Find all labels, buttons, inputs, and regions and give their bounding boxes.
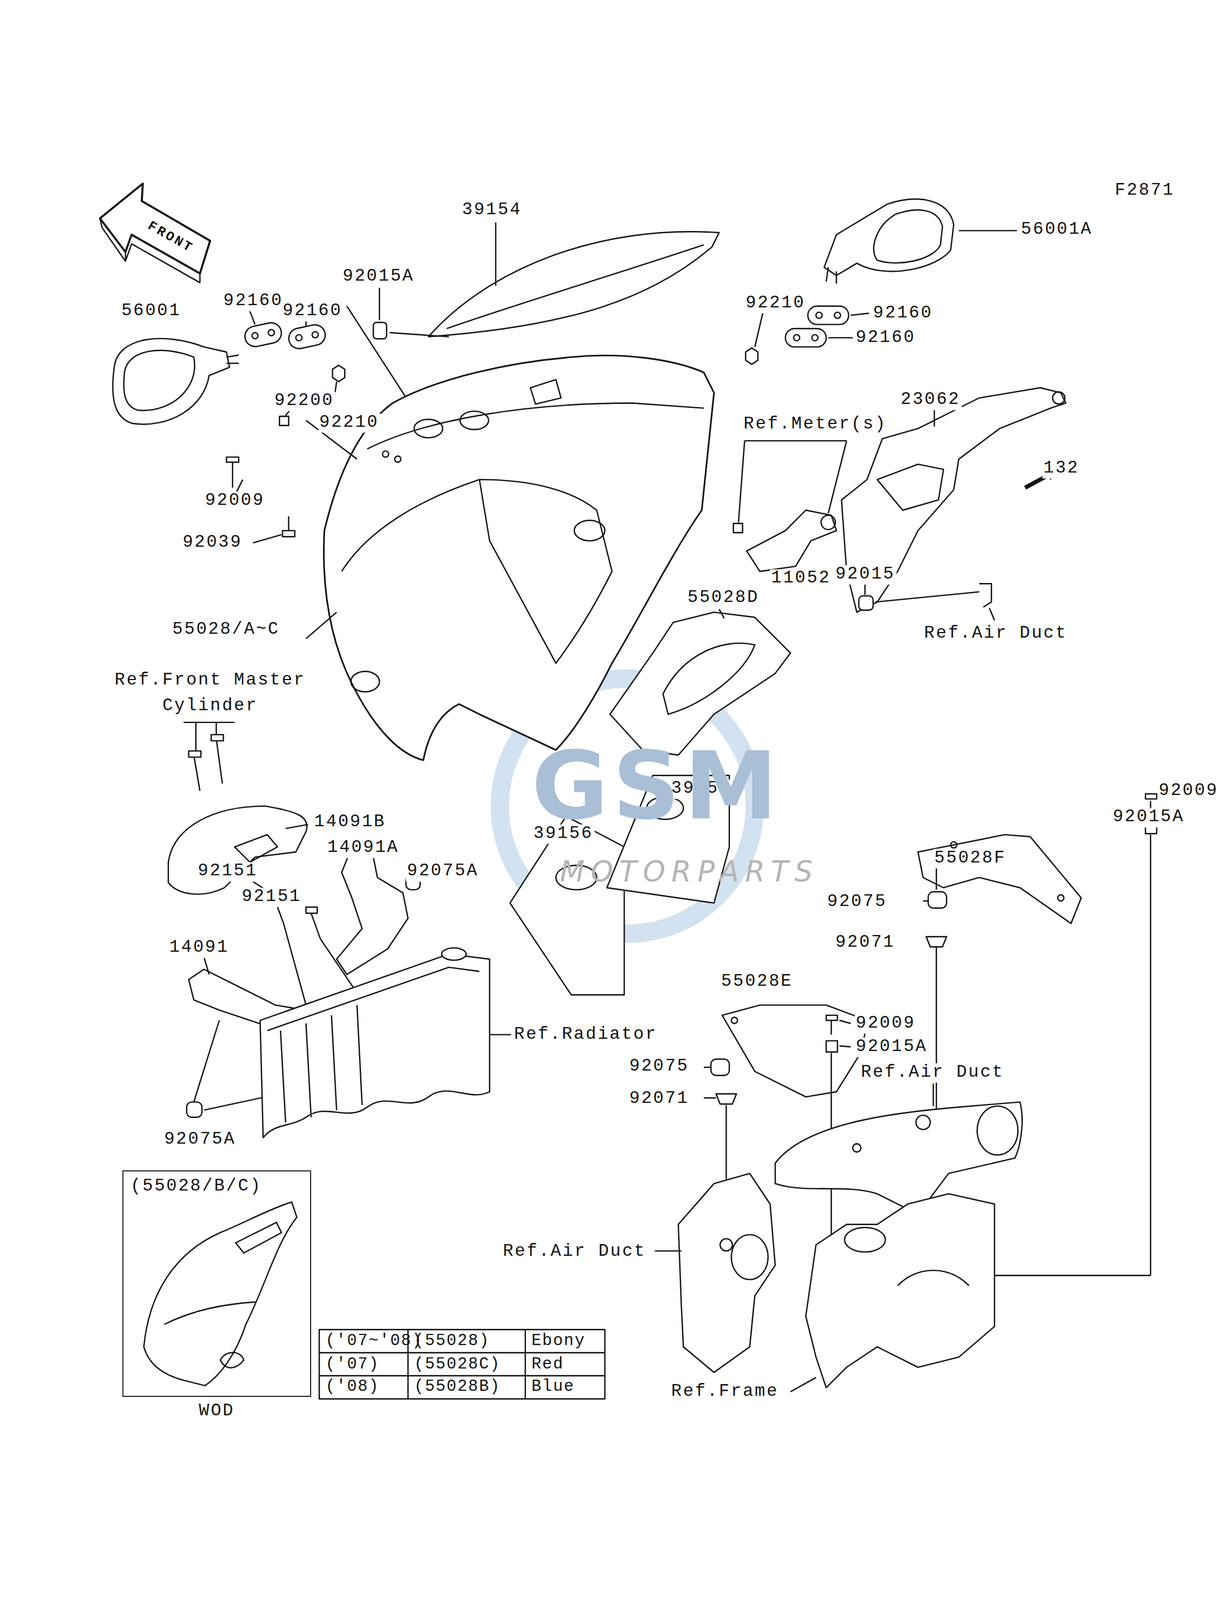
callout-number: 14091A	[326, 838, 400, 858]
callout-number: 92075A	[405, 862, 480, 882]
watermark: MOTORPARTS	[558, 856, 820, 888]
callout-number: 92075	[628, 1056, 691, 1076]
callout-number: 92200	[273, 391, 336, 411]
callout-number: 92075A	[163, 1130, 238, 1150]
table-cell: Red	[530, 1355, 565, 1374]
callout-number: 55028F	[933, 848, 1008, 868]
callout-number: 56001	[120, 301, 183, 321]
callout-number: 55028E	[719, 972, 794, 992]
part-label: Ref.Radiator	[513, 1025, 659, 1044]
callout-number: 92151	[196, 862, 259, 882]
watermark: GSM	[530, 734, 783, 838]
part-label: Ref.Front Master Cylinder	[107, 668, 313, 719]
table-cell: Blue	[530, 1378, 576, 1397]
callout-number: 55028/A~C	[171, 620, 281, 640]
fairing-silhouette	[123, 1171, 312, 1398]
callout-number: 55028D	[686, 588, 761, 608]
callout-number: 132	[1042, 458, 1081, 478]
table-cell: ('07~'08)	[324, 1332, 424, 1351]
table-cell: (55028)	[413, 1332, 491, 1351]
table-cell: Ebony	[530, 1332, 587, 1351]
callout-number: 92015A	[1112, 808, 1186, 828]
callout-number: 92160	[872, 303, 935, 323]
callout-number: 92160	[854, 328, 917, 348]
inset-caption: WOD	[199, 1400, 235, 1420]
callout-number: 92015	[834, 564, 897, 584]
callout-number: 92151	[240, 887, 303, 907]
table-cell: ('07)	[324, 1355, 381, 1374]
callout-number: 56001A	[1020, 220, 1094, 240]
callout-number: 92160	[281, 301, 344, 321]
inset-box: (55028/B/C) WOD	[122, 1170, 311, 1424]
part-label: Ref.Frame	[670, 1381, 780, 1401]
callout-number: 23062	[899, 390, 962, 410]
callout-number: 92039	[181, 533, 244, 553]
callout-number: 92210	[318, 413, 381, 433]
callout-number: 14091B	[313, 813, 388, 833]
table-cell: (55028B)	[413, 1378, 502, 1397]
part-label: Ref.Air Duct	[859, 1062, 1005, 1082]
part-label: Ref.Meter(s)	[742, 414, 888, 434]
callout-number: 92009	[854, 1013, 917, 1033]
part-label: Ref.Air Duct	[501, 1242, 647, 1262]
callout-number: 92075	[825, 892, 888, 912]
table-cell: ('08)	[324, 1378, 381, 1397]
part-label: F2871	[1113, 181, 1176, 201]
part-label: Ref.Air Duct	[922, 624, 1068, 644]
callout-number: 92071	[834, 933, 897, 953]
callout-number: 92015A	[341, 267, 416, 287]
callout-number: 39154	[461, 200, 524, 220]
callout-number: 92015A	[854, 1037, 929, 1057]
callout-number: 11052	[770, 569, 833, 589]
callout-number: 92009	[204, 491, 267, 511]
callout-number: 92009	[1157, 781, 1220, 801]
inset-heading: (55028/B/C)	[130, 1176, 262, 1196]
callout-number: 14091	[168, 938, 231, 958]
callout-number: 92210	[744, 293, 807, 313]
inset-frame	[122, 1170, 311, 1397]
callout-number: 92071	[628, 1089, 691, 1109]
callout-number: 92160	[222, 291, 285, 311]
table-cell: (55028C)	[413, 1355, 502, 1374]
